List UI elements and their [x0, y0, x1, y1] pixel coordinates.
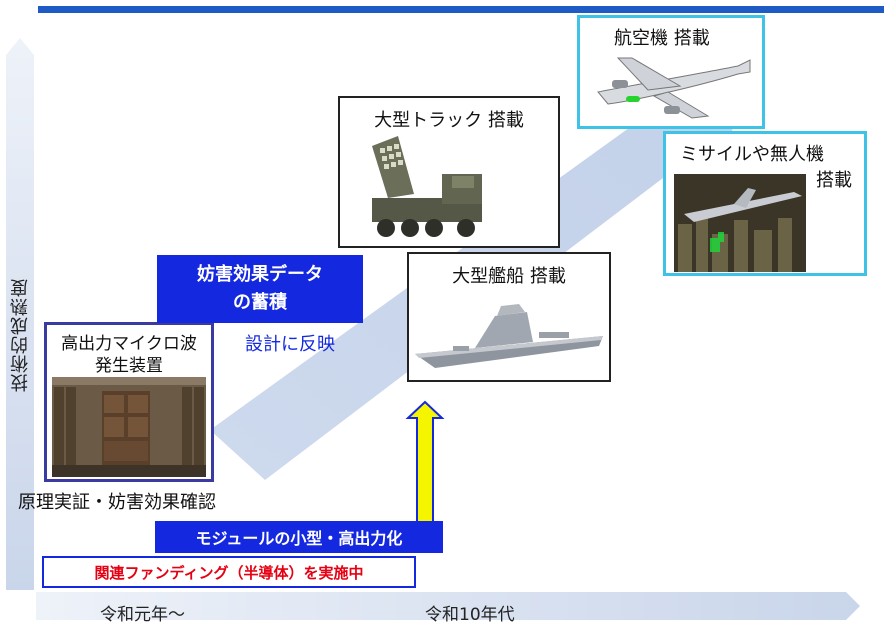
- aircraft-illustration: [597, 57, 751, 119]
- yellow-up-arrow: [405, 400, 445, 523]
- prototype-caption: 原理実証・妨害効果確認: [18, 492, 216, 513]
- x-axis-arrow: [36, 592, 860, 620]
- y-axis-label: 技術的成熟度: [10, 278, 31, 392]
- ship-card: 大型艦船 搭載: [407, 252, 611, 382]
- data-accumulation-banner: 妨害効果データ の蓄積: [157, 255, 363, 323]
- truck-card: 大型トラック 搭載: [338, 96, 560, 248]
- funding-banner: 関連ファンディング（半導体）を実施中: [42, 556, 416, 588]
- aircraft-title: 航空機 搭載: [614, 28, 710, 49]
- aircraft-card: 航空機 搭載: [577, 15, 765, 129]
- design-feedback-note: 設計に反映: [245, 334, 335, 355]
- missile-card: ミサイルや無人機 搭載: [663, 131, 867, 276]
- ship-title: 大型艦船 搭載: [452, 266, 566, 287]
- y-axis-arrow: [6, 38, 34, 590]
- data-banner-line1: 妨害効果データ: [197, 264, 323, 285]
- prototype-title-line2: 発生装置: [95, 356, 163, 376]
- missile-illustration: [674, 174, 806, 272]
- truck-title: 大型トラック 搭載: [374, 110, 524, 131]
- x-axis-start-label: 令和元年〜: [100, 605, 185, 625]
- top-accent-bar: [38, 6, 884, 13]
- missile-title-line1: ミサイルや無人機: [680, 144, 824, 165]
- module-banner: モジュールの小型・高出力化: [155, 521, 443, 553]
- prototype-photo: [52, 377, 206, 477]
- ship-illustration: [415, 304, 603, 368]
- truck-illustration: [372, 136, 482, 237]
- prototype-card: 高出力マイクロ波 発生装置: [44, 322, 214, 482]
- data-banner-line2: の蓄積: [233, 292, 287, 313]
- missile-title-line2: 搭載: [816, 170, 852, 191]
- prototype-title-line1: 高出力マイクロ波: [61, 334, 197, 354]
- x-axis-later-label: 令和10年代: [425, 605, 515, 625]
